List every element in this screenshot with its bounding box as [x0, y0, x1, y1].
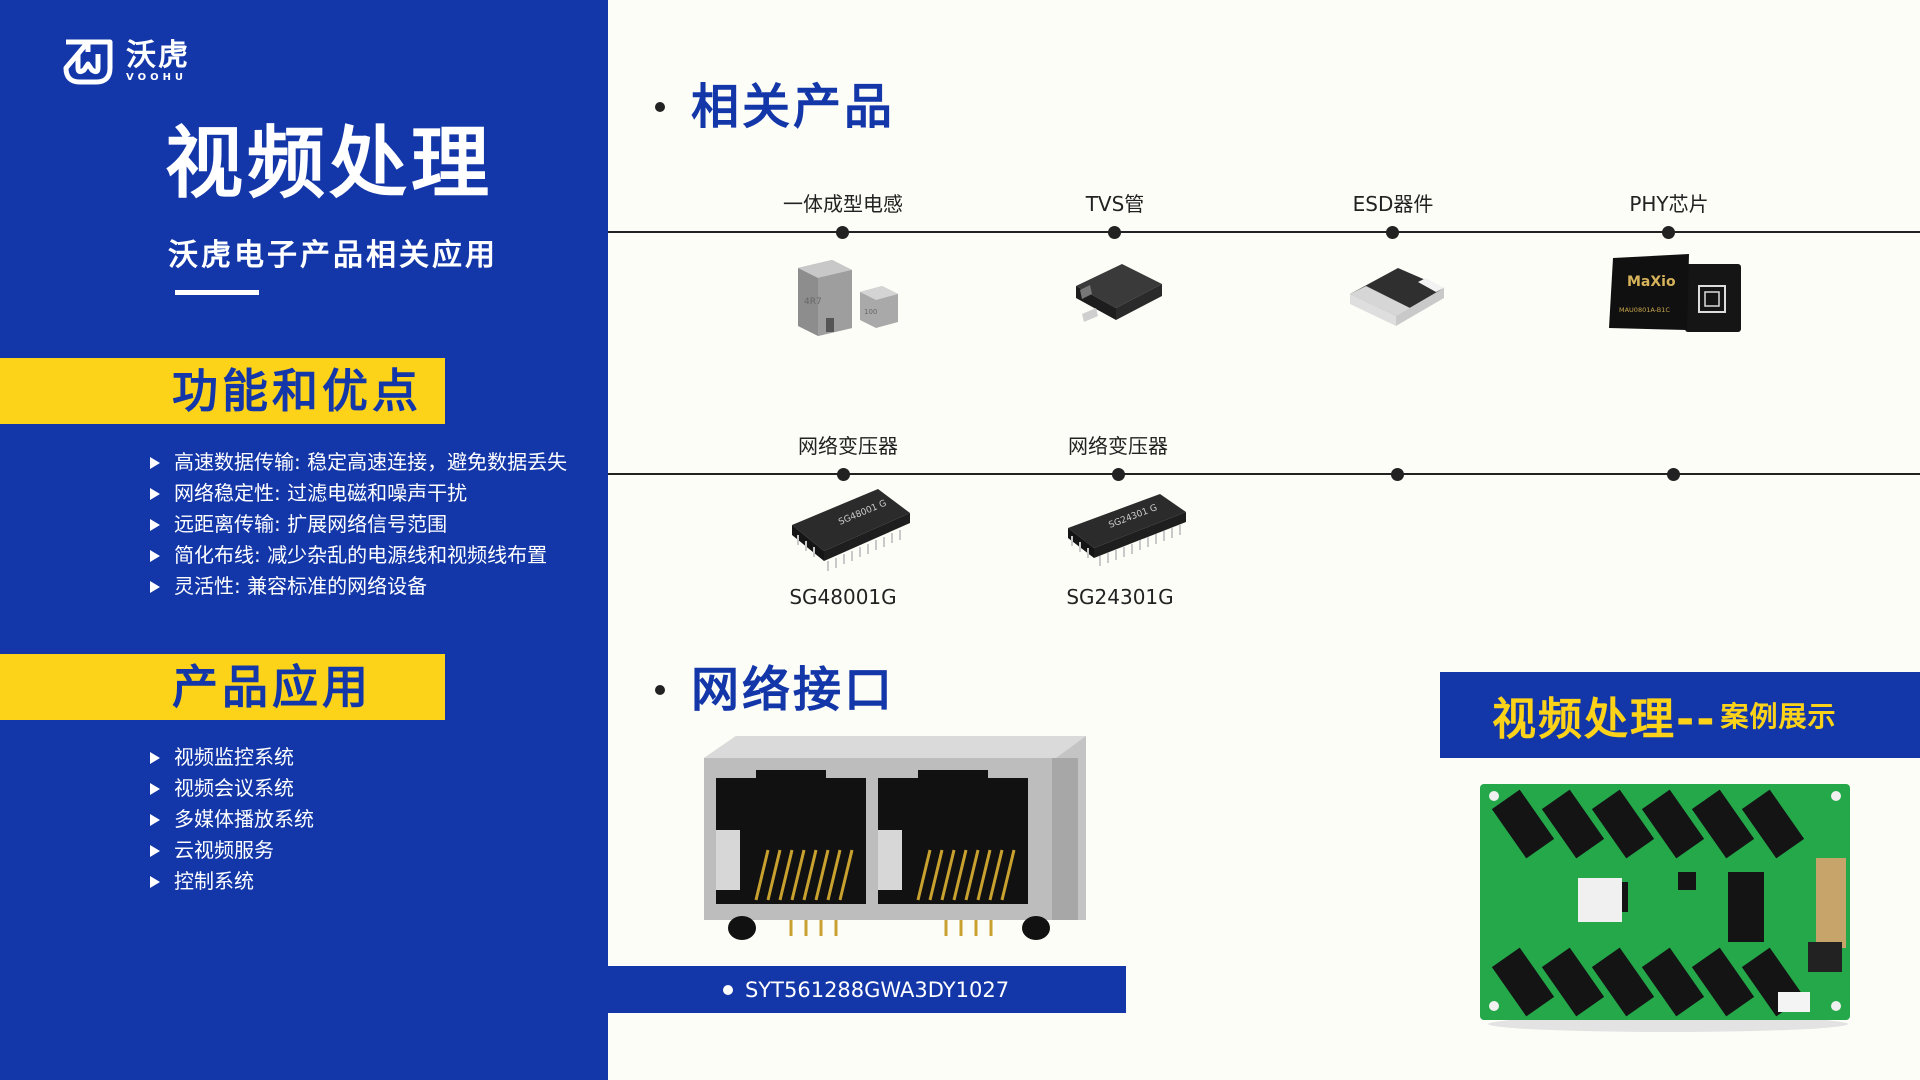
timeline-node: [1391, 468, 1404, 481]
timeline-node: [1662, 226, 1675, 239]
bullet-triangle-icon: [150, 456, 160, 469]
list-item: 控制系统: [150, 866, 314, 897]
esd-device-image: [1350, 268, 1444, 326]
list-item: 多媒体播放系统: [150, 804, 314, 835]
feature-text: 高速数据传输: 稳定高速连接，避免数据丢失: [174, 450, 568, 474]
bullet-triangle-icon: [150, 813, 160, 826]
bullet-dot-icon: [655, 685, 665, 695]
bullet-triangle-icon: [150, 549, 160, 562]
related-products-title: 相关产品: [691, 79, 896, 135]
brand-name-cn: 沃虎: [126, 38, 190, 73]
list-item: 网络稳定性: 过滤电磁和噪声干扰: [150, 478, 567, 509]
applications-list: 视频监控系统 视频会议系统 多媒体播放系统 云视频服务 控制系统: [150, 742, 314, 897]
inductor-image: 4R7 100: [798, 260, 898, 336]
model-sg48001g: SG48001G: [789, 585, 897, 609]
transformer-sg24301g-image: SG24301 G: [1068, 494, 1186, 566]
bullet-dot-icon: [723, 984, 733, 995]
product-label-phy: PHY芯片: [1629, 192, 1709, 216]
svg-text:4R7: 4R7: [804, 297, 822, 307]
rj45-connector-image: [704, 736, 1086, 940]
application-text: 视频会议系统: [174, 776, 294, 800]
feature-text: 灵活性: 兼容标准的网络设备: [174, 574, 428, 598]
network-interface-title: 网络接口: [691, 662, 896, 718]
product-label-transformer-2: 网络变压器: [1068, 434, 1168, 458]
page-title: 视频处理: [165, 119, 494, 209]
applications-heading: 产品应用: [0, 654, 445, 720]
title-underline: [175, 290, 259, 295]
bullet-triangle-icon: [150, 844, 160, 857]
left-panel: 沃虎 VOOHU 视频处理 沃虎电子产品相关应用 功能和优点 高速数据传输: 稳…: [0, 0, 608, 1080]
chip-brand-text: MaXio: [1627, 274, 1676, 290]
features-list: 高速数据传输: 稳定高速连接，避免数据丢失 网络稳定性: 过滤电磁和噪声干扰 远…: [150, 447, 567, 602]
application-text: 多媒体播放系统: [174, 807, 314, 831]
features-heading: 功能和优点: [0, 358, 445, 424]
product-label-inductor: 一体成型电感: [783, 192, 903, 216]
chip-part-text: MAU0801A-B1C: [1619, 306, 1670, 314]
bullet-triangle-icon: [150, 518, 160, 531]
case-suffix: 案例展示: [1720, 700, 1837, 733]
network-model-tag: SYT561288GWA3DY1027: [608, 966, 1126, 1013]
list-item: 云视频服务: [150, 835, 314, 866]
circuit-board-image: [1480, 784, 1850, 1032]
list-item: 远距离传输: 扩展网络信号范围: [150, 509, 567, 540]
network-interface-heading: 网络接口: [655, 666, 895, 714]
timeline-node: [1386, 226, 1399, 239]
bullet-dot-icon: [655, 102, 665, 112]
bullet-triangle-icon: [150, 487, 160, 500]
bullet-triangle-icon: [150, 782, 160, 795]
timeline-line-1: [608, 231, 1920, 233]
bullet-triangle-icon: [150, 875, 160, 888]
brand-name-en: VOOHU: [126, 72, 188, 83]
list-item: 视频会议系统: [150, 773, 314, 804]
case-showcase-banner: 视频处理-- 案例展示: [1440, 672, 1920, 758]
related-products-heading: 相关产品: [655, 83, 895, 131]
application-text: 视频监控系统: [174, 745, 294, 769]
voohu-logo-icon: [63, 39, 113, 85]
list-item: 视频监控系统: [150, 742, 314, 773]
application-text: 控制系统: [174, 869, 254, 893]
product-label-tvs: TVS管: [1085, 192, 1145, 216]
list-item: 灵活性: 兼容标准的网络设备: [150, 571, 567, 602]
list-item: 简化布线: 减少杂乱的电源线和视频线布置: [150, 540, 567, 571]
product-label-esd: ESD器件: [1352, 192, 1434, 216]
feature-text: 远距离传输: 扩展网络信号范围: [174, 512, 448, 536]
case-title: 视频处理--: [1492, 694, 1717, 745]
tvs-diode-image: [1076, 264, 1162, 322]
phy-chip-image: MaXio MAU0801A-B1C: [1609, 254, 1741, 332]
timeline-node: [1112, 468, 1125, 481]
list-item: 高速数据传输: 稳定高速连接，避免数据丢失: [150, 447, 567, 478]
timeline-node: [1108, 226, 1121, 239]
feature-text: 网络稳定性: 过滤电磁和噪声干扰: [174, 481, 468, 505]
brand-logo: 沃虎 VOOHU: [58, 38, 190, 86]
timeline-node: [837, 468, 850, 481]
product-label-transformer-1: 网络变压器: [798, 434, 898, 458]
bullet-triangle-icon: [150, 580, 160, 593]
timeline-node: [836, 226, 849, 239]
bullet-triangle-icon: [150, 751, 160, 764]
feature-text: 简化布线: 减少杂乱的电源线和视频线布置: [174, 543, 548, 567]
transformer-sg48001g-image: SG48001 G: [792, 489, 910, 571]
network-model-text: SYT561288GWA3DY1027: [745, 977, 1010, 1002]
timeline-node: [1667, 468, 1680, 481]
page-subtitle: 沃虎电子产品相关应用: [168, 238, 498, 273]
timeline-line-2: [608, 473, 1920, 475]
model-sg24301g: SG24301G: [1066, 585, 1174, 609]
application-text: 云视频服务: [174, 838, 274, 862]
svg-text:100: 100: [864, 308, 877, 316]
